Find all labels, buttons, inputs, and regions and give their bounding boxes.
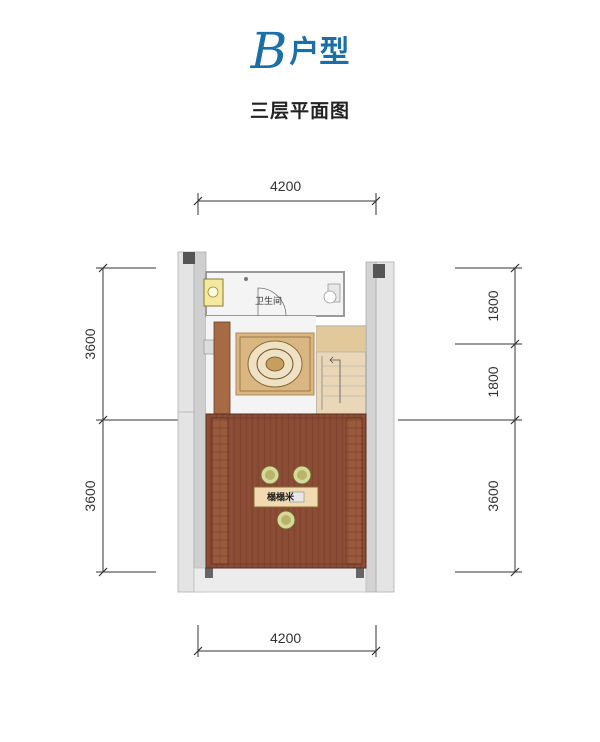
dimension-left-upper-label: 3600 [82,328,98,360]
dimension-bottom-label: 4200 [270,630,302,646]
bathroom-label: 卫生间 [255,297,283,307]
tatami-room [205,413,367,569]
staircase [315,325,367,415]
dimension-right-middle-label: 1800 [485,366,501,398]
dimension-right [398,263,522,577]
cushion [260,465,280,485]
title-suffix: 户型 [289,35,350,70]
title-letter: B [250,22,288,80]
dimension-right-lower-label: 3600 [485,480,501,512]
dimension-left [96,263,178,577]
dimension-left-lower-label: 3600 [82,480,98,512]
cushion [276,510,296,530]
tea-table-label: 榻榻米 [267,493,295,503]
cushion [292,465,312,485]
plan-subtitle: 三层平面图 [249,100,350,122]
building-outline [177,251,395,593]
bathroom [203,271,345,317]
hall-carpet [203,316,316,415]
dimension-right-upper-label: 1800 [485,290,501,322]
dimension-top [193,193,381,215]
dimension-bottom [193,625,381,657]
dimension-top-label: 4200 [270,178,302,194]
